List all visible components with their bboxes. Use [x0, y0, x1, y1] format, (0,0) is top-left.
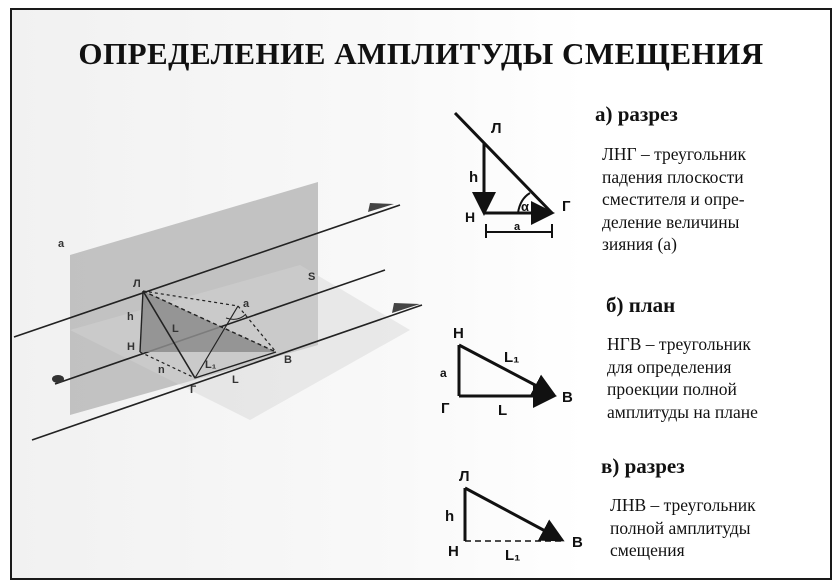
description-line: деление величины — [602, 211, 740, 232]
description-line: НГВ – треугольник — [607, 334, 751, 354]
label-a: a — [514, 221, 521, 233]
edge-S-V — [237, 305, 277, 353]
label-alpha: α — [521, 199, 529, 214]
section-c-heading: в) разрез — [601, 454, 685, 478]
label-n: n — [158, 364, 165, 376]
section-a-diagram: Л h Н α Г a — [453, 111, 571, 238]
label-L-side: L — [172, 323, 179, 335]
description-line: полной амплитуды — [610, 517, 751, 538]
section-a-description: ЛНГ – треугольник падения плоскости смес… — [602, 143, 746, 256]
label-L: L — [498, 402, 507, 419]
label-S: S — [308, 271, 315, 283]
label-plane-a: a — [58, 238, 65, 250]
section-b-diagram: Н L₁ a Г L В — [440, 325, 573, 419]
strike-line-bottom — [31, 304, 423, 441]
label-L1: L₁ — [504, 349, 519, 366]
label-G: Г — [441, 400, 450, 417]
description-line: зияния (а) — [602, 234, 677, 254]
section-c-diagram: Л h Н L₁ В — [445, 468, 583, 564]
description-line: падения плоскости — [602, 166, 744, 187]
strike-arrow-bottom — [392, 303, 420, 313]
section-a-heading: а) разрез — [595, 102, 678, 126]
label-L: Л — [133, 278, 141, 290]
label-a-point: a — [243, 298, 250, 310]
label-L1: L₁ — [505, 547, 520, 564]
strike-arrow-top — [368, 203, 394, 212]
hyp-L-V — [464, 486, 565, 542]
label-G: Г — [562, 198, 571, 215]
point-a-marker — [52, 375, 64, 383]
edge-L-G — [142, 290, 196, 379]
edge-L-H — [139, 290, 144, 353]
label-G: Г — [190, 384, 197, 396]
description-line: смещения — [610, 540, 685, 560]
edge-H-G — [139, 351, 196, 379]
label-V: В — [284, 354, 292, 366]
label-L1: L₁ — [205, 359, 217, 371]
label-L: Л — [459, 468, 470, 485]
edge-G-S — [194, 305, 239, 379]
label-h: h — [469, 169, 478, 186]
page-title: ОПРЕДЕЛЕНИЕ АМПЛИТУДЫ СМЕЩЕНИЯ — [78, 36, 764, 71]
description-line: сместителя и опре- — [602, 189, 745, 209]
left-3d-diagram: a Л S h Н n Г В a L L₁ L — [13, 182, 423, 441]
label-h: h — [445, 508, 454, 525]
strike-line-top — [13, 204, 401, 338]
label-H: Н — [465, 209, 475, 225]
description-line: проекции полной — [607, 379, 737, 399]
label-L: Л — [491, 120, 502, 137]
edge-L-V — [142, 290, 277, 353]
description-line: ЛНГ – треугольник — [602, 144, 747, 164]
label-a: a — [440, 366, 447, 380]
description-line: для определения — [607, 356, 732, 377]
label-V: В — [562, 389, 573, 406]
label-H: Н — [448, 543, 459, 560]
description-line: амплитуды на плане — [607, 401, 758, 422]
section-b-description: НГВ – треугольник для определения проекц… — [607, 333, 758, 423]
section-c-description: ЛНВ – треугольник полной амплитуды смеще… — [610, 494, 756, 562]
label-H: Н — [127, 341, 135, 353]
edge-G-V — [194, 351, 277, 379]
angle-arc — [517, 192, 531, 214]
label-h: h — [127, 311, 134, 323]
arc-alpha — [225, 313, 247, 320]
description-line: ЛНВ – треугольник — [610, 495, 756, 515]
dip-line — [453, 111, 554, 215]
label-L-bottom: L — [232, 374, 239, 386]
section-b-heading: б) план — [606, 293, 676, 317]
label-H: Н — [453, 325, 464, 342]
edge-L-S — [142, 290, 239, 307]
label-V: В — [572, 534, 583, 551]
